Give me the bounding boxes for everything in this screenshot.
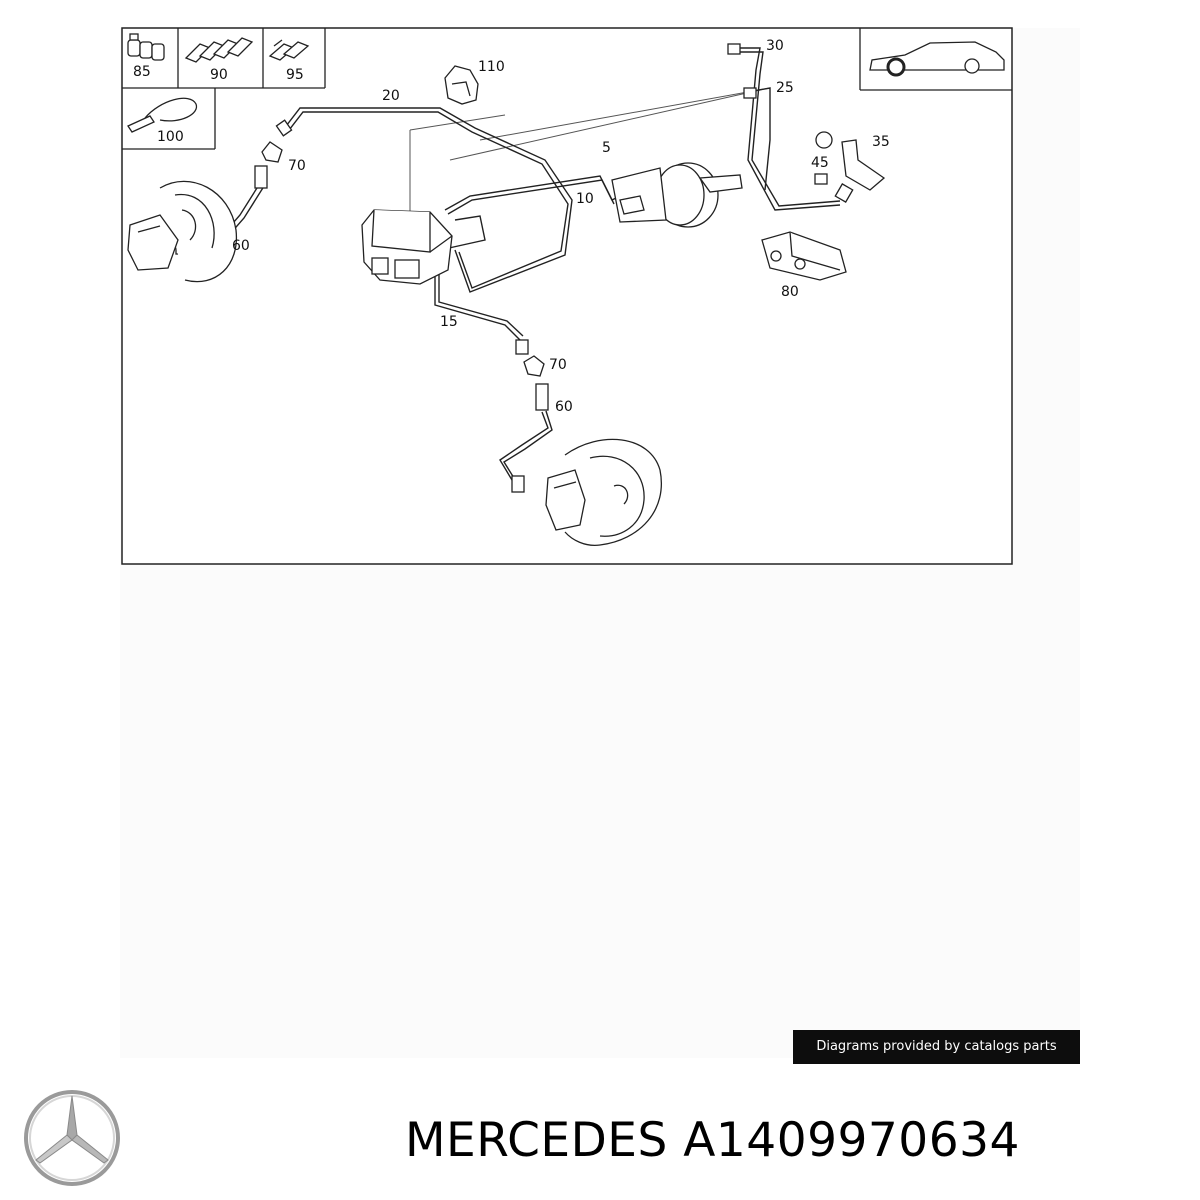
bracket-35 [815, 131, 886, 191]
callout-30: 30 [766, 38, 784, 54]
callout-20: 20 [382, 88, 400, 104]
brake-disc-left [127, 180, 238, 283]
vehicle-position-icon [859, 28, 1012, 91]
part-title: MERCEDES A1409970634 [405, 1113, 1020, 1168]
callout-90: 90 [210, 67, 228, 83]
clip-icon-95 [268, 39, 310, 61]
brake-disc-lower [545, 438, 662, 546]
callout-95: 95 [286, 67, 304, 83]
cable-tie-icon [127, 97, 198, 133]
callout-100: 100 [157, 129, 184, 145]
callout-45: 45 [811, 155, 829, 171]
callout-60-lower: 60 [555, 399, 573, 415]
callout-60-left: 60 [232, 238, 250, 254]
clip-icon-90 [184, 37, 254, 63]
diagram-credit: Diagrams provided by catalogs parts [793, 1030, 1080, 1064]
callout-80: 80 [781, 284, 799, 300]
clip-icon-85 [127, 33, 165, 61]
callout-15: 15 [440, 314, 458, 330]
fittings [175, 43, 854, 493]
clip-110 [444, 65, 479, 105]
abs-unit [361, 209, 453, 285]
bracket-70 [261, 141, 545, 377]
callout-85: 85 [133, 64, 151, 80]
callout-5: 5 [602, 140, 611, 156]
callout-35: 35 [872, 134, 890, 150]
callout-10: 10 [576, 191, 594, 207]
mercedes-star-icon [24, 1090, 120, 1186]
brake-booster [611, 162, 743, 228]
parts-box-group [122, 28, 326, 150]
clip-80 [761, 231, 847, 281]
callout-25: 25 [776, 80, 794, 96]
callout-70-top: 70 [288, 158, 306, 174]
callout-110: 110 [478, 59, 505, 75]
callout-70-bottom: 70 [549, 357, 567, 373]
